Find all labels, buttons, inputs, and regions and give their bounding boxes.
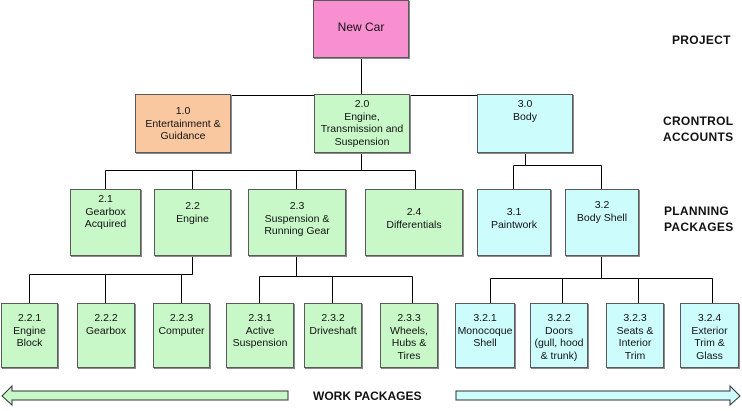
node-label: 2.3 Suspension & Running Gear [264, 200, 330, 237]
node-label: 2.2.3 Computer [158, 312, 205, 337]
node-2-2[interactable]: 2.2 Engine [154, 189, 231, 256]
node-2-3-1[interactable]: 2.3.1 Active Suspension [226, 303, 294, 368]
node-3-1[interactable]: 3.1 Paintwork [477, 189, 551, 256]
connector-3-0 [513, 152, 602, 189]
node-2-3-3[interactable]: 2.3.3 Wheels, Hubs & Tires [380, 303, 438, 368]
node-3-2-1[interactable]: 3.2.1 Monocoque Shell [455, 303, 515, 368]
node-label: 2.0 Engine, Transmission and Suspension [320, 98, 404, 148]
node-label: 2.1 Gearbox Acquired [84, 193, 127, 230]
node-label: 3.2.3 Seats & Interior Trim [616, 312, 654, 362]
node-label: 1.0 Entertainment & Guidance [145, 105, 221, 142]
node-label: 3.2 Body Shell [576, 199, 628, 224]
node-label: 2.2.1 Engine Block [13, 312, 46, 349]
node-3-2-3[interactable]: 3.2.3 Seats & Interior Trim [606, 303, 664, 368]
node-3-2[interactable]: 3.2 Body Shell [565, 189, 639, 256]
node-2-1[interactable]: 2.1 Gearbox Acquired [70, 189, 141, 256]
node-label: 2.2.2 Gearbox [85, 312, 127, 337]
node-3-2-4[interactable]: 3.2.4 Exterior Trim & Glass [680, 303, 739, 368]
node-2-2-3[interactable]: 2.2.3 Computer [153, 303, 210, 368]
node-label: 2.2 Engine [176, 200, 209, 225]
level-label-planning-packages: PLANNING PACKAGES [664, 204, 734, 234]
node-2-2-1[interactable]: 2.2.1 Engine Block [1, 303, 58, 368]
level-label-work-packages: WORK PACKAGES [313, 389, 422, 403]
level-label-control-accounts: CRONTROL ACCOUNTS [663, 114, 734, 144]
node-label: 3.0 Body [513, 98, 537, 123]
node-label: 3.2.1 Monocoque Shell [457, 312, 513, 349]
connector-3-2 [490, 255, 713, 303]
node-2-3-2[interactable]: 2.3.2 Driveshaft [304, 303, 362, 368]
node-3-2-2[interactable]: 3.2.2 Doors (gull, hood & trunk) [530, 303, 588, 368]
node-label: 2.3.2 Driveshaft [309, 312, 357, 337]
node-new-car[interactable]: New Car [313, 0, 409, 58]
node-label: 3.1 Paintwork [490, 206, 538, 231]
node-2-0[interactable]: 2.0 Engine, Transmission and Suspension [314, 94, 410, 153]
node-3-0[interactable]: 3.0 Body [477, 94, 573, 153]
node-2-2-2[interactable]: 2.2.2 Gearbox [77, 303, 135, 368]
node-label: 2.3.3 Wheels, Hubs & Tires [390, 312, 428, 362]
connector-2-2 [29, 255, 193, 303]
work-packages-left-arrow [1, 384, 289, 407]
connector-root [181, 57, 526, 96]
level-label-project: PROJECT [672, 33, 731, 47]
connector-2-0 [105, 152, 416, 189]
node-2-4[interactable]: 2.4 Differentials [365, 189, 463, 256]
node-label: 2.4 Differentials [386, 206, 442, 231]
node-label: 2.3.1 Active Suspension [232, 312, 288, 349]
node-2-3[interactable]: 2.3 Suspension & Running Gear [248, 189, 346, 256]
connector-2-3 [259, 255, 413, 303]
node-label: New Car [337, 20, 385, 34]
work-packages-right-arrow [455, 384, 741, 407]
node-1-0[interactable]: 1.0 Entertainment & Guidance [135, 94, 231, 153]
node-label: 3.2.4 Exterior Trim & Glass [691, 312, 728, 362]
node-label: 3.2.2 Doors (gull, hood & trunk) [534, 312, 584, 362]
